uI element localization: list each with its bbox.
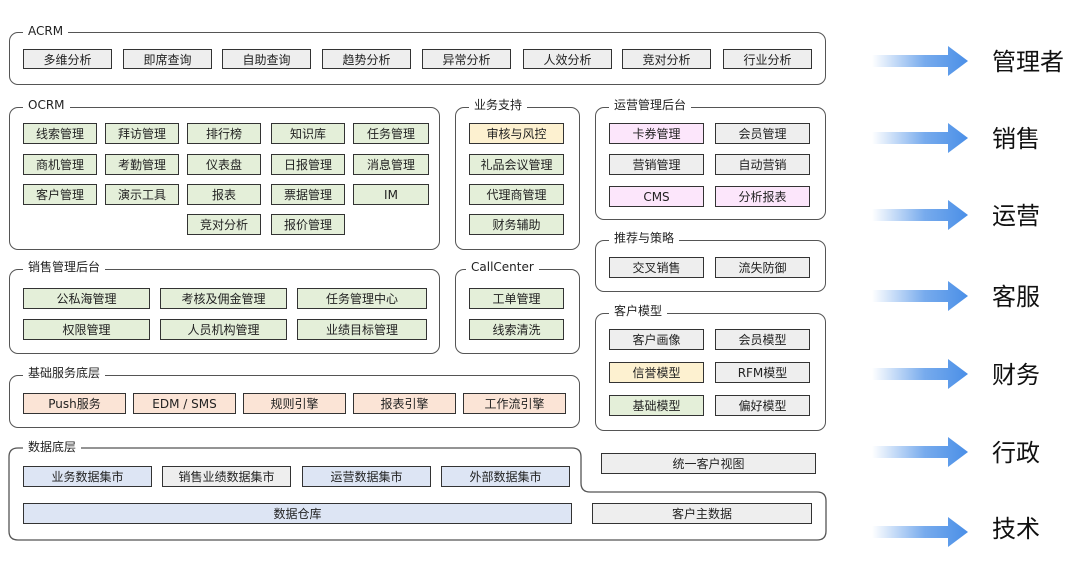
ops-backend-item[interactable]: 自动营销 bbox=[715, 154, 810, 175]
acrm-item[interactable]: 趋势分析 bbox=[322, 49, 411, 69]
ocrm-item[interactable]: 拜访管理 bbox=[105, 123, 179, 144]
role-label: 销售 bbox=[992, 125, 1040, 153]
acrm-item[interactable]: 竞对分析 bbox=[622, 49, 711, 69]
sales-backend-item[interactable]: 公私海管理 bbox=[23, 288, 150, 309]
sales-backend-item[interactable]: 权限管理 bbox=[23, 319, 150, 340]
role-label: 财务 bbox=[992, 361, 1040, 389]
role-label: 行政 bbox=[992, 439, 1040, 467]
base-service-item[interactable]: 报表引擎 bbox=[353, 393, 456, 414]
ops-backend-title: 运营管理后台 bbox=[609, 98, 692, 112]
customer-model-item[interactable]: 基础模型 bbox=[609, 395, 704, 416]
sales-backend-item[interactable]: 人员机构管理 bbox=[160, 319, 287, 340]
base-service-item[interactable]: EDM / SMS bbox=[133, 393, 236, 414]
ocrm-item[interactable]: 线索管理 bbox=[23, 123, 97, 144]
arrow-right-icon bbox=[872, 517, 968, 547]
unified-customer-view[interactable]: 统一客户视图 bbox=[601, 453, 816, 474]
biz-support-item[interactable]: 礼品会议管理 bbox=[469, 154, 564, 175]
data-layer-title: 数据底层 bbox=[23, 440, 82, 454]
ocrm-item[interactable]: 报价管理 bbox=[271, 214, 345, 235]
callcenter-item[interactable]: 工单管理 bbox=[469, 288, 564, 309]
customer-master-data[interactable]: 客户主数据 bbox=[592, 503, 812, 524]
recommend-item[interactable]: 交叉销售 bbox=[609, 257, 704, 278]
base-service-item[interactable]: Push服务 bbox=[23, 393, 126, 414]
base-service-panel bbox=[9, 375, 580, 428]
acrm-item[interactable]: 多维分析 bbox=[23, 49, 112, 69]
role-label: 客服 bbox=[992, 283, 1040, 311]
data-warehouse[interactable]: 数据仓库 bbox=[23, 503, 572, 524]
ops-backend-item[interactable]: 卡券管理 bbox=[609, 123, 704, 144]
biz-support-title: 业务支持 bbox=[469, 98, 528, 112]
base-service-item[interactable]: 规则引擎 bbox=[243, 393, 346, 414]
customer-model-item[interactable]: 信誉模型 bbox=[609, 362, 704, 383]
ops-backend-item[interactable]: 分析报表 bbox=[715, 186, 810, 207]
ocrm-panel bbox=[9, 107, 440, 250]
customer-model-item[interactable]: RFM模型 bbox=[715, 362, 810, 383]
ocrm-item[interactable]: 知识库 bbox=[271, 123, 345, 144]
acrm-item[interactable]: 行业分析 bbox=[723, 49, 812, 69]
data-mart[interactable]: 销售业绩数据集市 bbox=[162, 466, 291, 487]
ocrm-item[interactable]: 任务管理 bbox=[353, 123, 429, 144]
ocrm-item[interactable]: 考勤管理 bbox=[105, 154, 179, 175]
ocrm-item[interactable]: 报表 bbox=[187, 184, 261, 205]
acrm-title: ACRM bbox=[23, 24, 69, 38]
callcenter-item[interactable]: 线索清洗 bbox=[469, 319, 564, 340]
callcenter-title: CallCenter bbox=[466, 260, 539, 274]
customer-model-item[interactable]: 会员模型 bbox=[715, 329, 810, 350]
ocrm-item[interactable]: 演示工具 bbox=[105, 184, 179, 205]
ocrm-title: OCRM bbox=[23, 98, 70, 112]
arrow-right-icon bbox=[872, 200, 968, 230]
biz-support-item[interactable]: 财务辅助 bbox=[469, 214, 564, 235]
biz-support-item[interactable]: 审核与风控 bbox=[469, 123, 564, 144]
acrm-item[interactable]: 人效分析 bbox=[523, 49, 612, 69]
biz-support-item[interactable]: 代理商管理 bbox=[469, 184, 564, 205]
arrow-right-icon bbox=[872, 46, 968, 76]
customer-model-panel bbox=[595, 313, 826, 431]
data-layer-panel bbox=[8, 447, 827, 541]
customer-model-item[interactable]: 客户画像 bbox=[609, 329, 704, 350]
arrow-right-icon bbox=[872, 437, 968, 467]
ops-backend-item[interactable]: 营销管理 bbox=[609, 154, 704, 175]
role-label: 技术 bbox=[992, 515, 1040, 543]
sales-backend-title: 销售管理后台 bbox=[23, 260, 106, 274]
ocrm-item[interactable]: 排行榜 bbox=[187, 123, 261, 144]
sales-backend-item[interactable]: 考核及佣金管理 bbox=[160, 288, 287, 309]
recommend-panel bbox=[595, 240, 826, 292]
ocrm-item[interactable]: 客户管理 bbox=[23, 184, 97, 205]
data-mart[interactable]: 运营数据集市 bbox=[302, 466, 431, 487]
sales-backend-item[interactable]: 任务管理中心 bbox=[297, 288, 427, 309]
sales-backend-panel bbox=[9, 269, 440, 354]
customer-model-title: 客户模型 bbox=[609, 304, 668, 318]
ocrm-item[interactable]: IM bbox=[353, 184, 429, 205]
data-mart[interactable]: 外部数据集市 bbox=[441, 466, 570, 487]
ocrm-item[interactable]: 商机管理 bbox=[23, 154, 97, 175]
ops-backend-item[interactable]: 会员管理 bbox=[715, 123, 810, 144]
acrm-panel bbox=[9, 32, 826, 85]
data-mart[interactable]: 业务数据集市 bbox=[23, 466, 152, 487]
acrm-item[interactable]: 即席查询 bbox=[123, 49, 212, 69]
acrm-item[interactable]: 自助查询 bbox=[222, 49, 311, 69]
arrow-right-icon bbox=[872, 123, 968, 153]
ocrm-item[interactable]: 竞对分析 bbox=[187, 214, 261, 235]
ops-backend-panel bbox=[595, 107, 826, 220]
customer-model-item[interactable]: 偏好模型 bbox=[715, 395, 810, 416]
sales-backend-item[interactable]: 业绩目标管理 bbox=[297, 319, 427, 340]
arrow-right-icon bbox=[872, 281, 968, 311]
arrow-right-icon bbox=[872, 359, 968, 389]
role-label: 运营 bbox=[992, 202, 1040, 230]
ops-backend-item[interactable]: CMS bbox=[609, 186, 704, 207]
ocrm-item[interactable]: 票据管理 bbox=[271, 184, 345, 205]
recommend-item[interactable]: 流失防御 bbox=[715, 257, 810, 278]
ocrm-item[interactable]: 仪表盘 bbox=[187, 154, 261, 175]
ocrm-item[interactable]: 日报管理 bbox=[271, 154, 345, 175]
acrm-item[interactable]: 异常分析 bbox=[422, 49, 511, 69]
base-service-title: 基础服务底层 bbox=[23, 366, 106, 380]
recommend-title: 推荐与策略 bbox=[609, 231, 680, 245]
ocrm-item[interactable]: 消息管理 bbox=[353, 154, 429, 175]
role-label: 管理者 bbox=[992, 48, 1064, 76]
base-service-item[interactable]: 工作流引擎 bbox=[463, 393, 566, 414]
